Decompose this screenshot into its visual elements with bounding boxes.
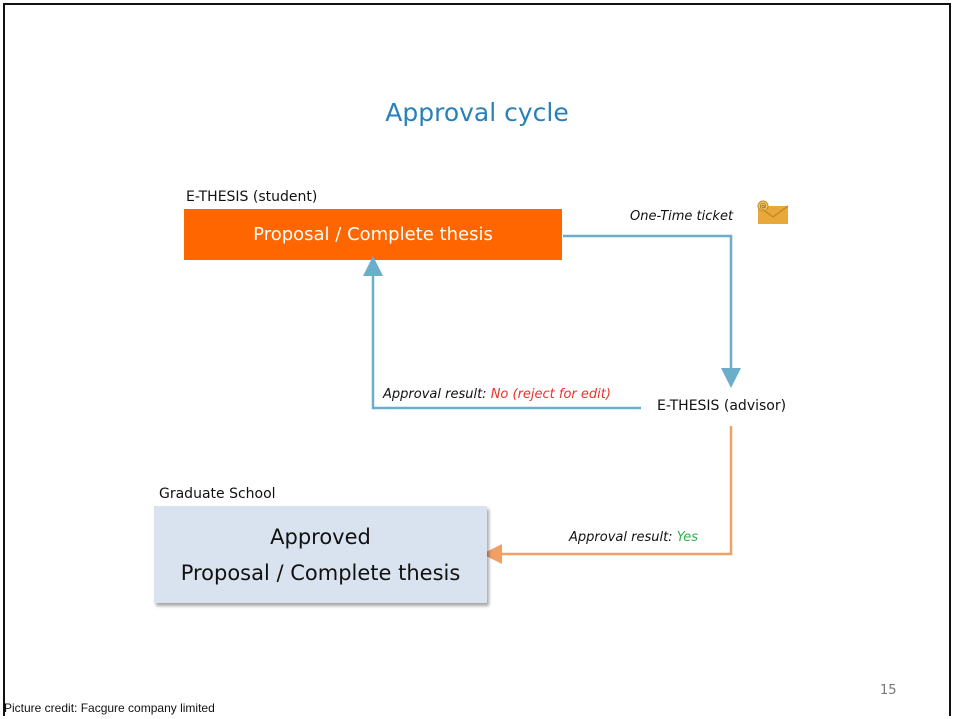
graduate-box: Approved Proposal / Complete thesis [154, 506, 487, 603]
graduate-box-line2: Proposal / Complete thesis [180, 560, 461, 585]
approve-result-label: Approval result: Yes [569, 530, 698, 545]
student-box: Proposal / Complete thesis [184, 209, 562, 260]
advisor-label: E-THESIS (advisor) [657, 398, 787, 414]
reject-arrow [363, 256, 641, 410]
reject-prefix: Approval result: [383, 387, 487, 402]
approve-arrow [482, 426, 733, 564]
email-icon: @ [757, 200, 789, 224]
slide-frame [3, 3, 951, 716]
student-box-text: Proposal / Complete thesis [253, 224, 493, 245]
reject-result-label: Approval result: No (reject for edit) [383, 387, 611, 402]
approve-prefix: Approval result: [569, 530, 673, 545]
ticket-label: One-Time ticket [630, 209, 734, 224]
submit-arrow [563, 234, 741, 388]
picture-credit: Picture credit: Facgure company limited [4, 701, 215, 715]
graduate-label: Graduate School [159, 486, 276, 502]
graduate-box-line1: Approved [270, 524, 371, 549]
student-label: E-THESIS (student) [186, 189, 318, 205]
svg-text:@: @ [760, 203, 767, 211]
reject-value: No (reject for edit) [490, 387, 611, 402]
slide-title: Approval cycle [385, 98, 569, 127]
page-number: 15 [880, 683, 897, 698]
approve-value: Yes [676, 530, 698, 545]
